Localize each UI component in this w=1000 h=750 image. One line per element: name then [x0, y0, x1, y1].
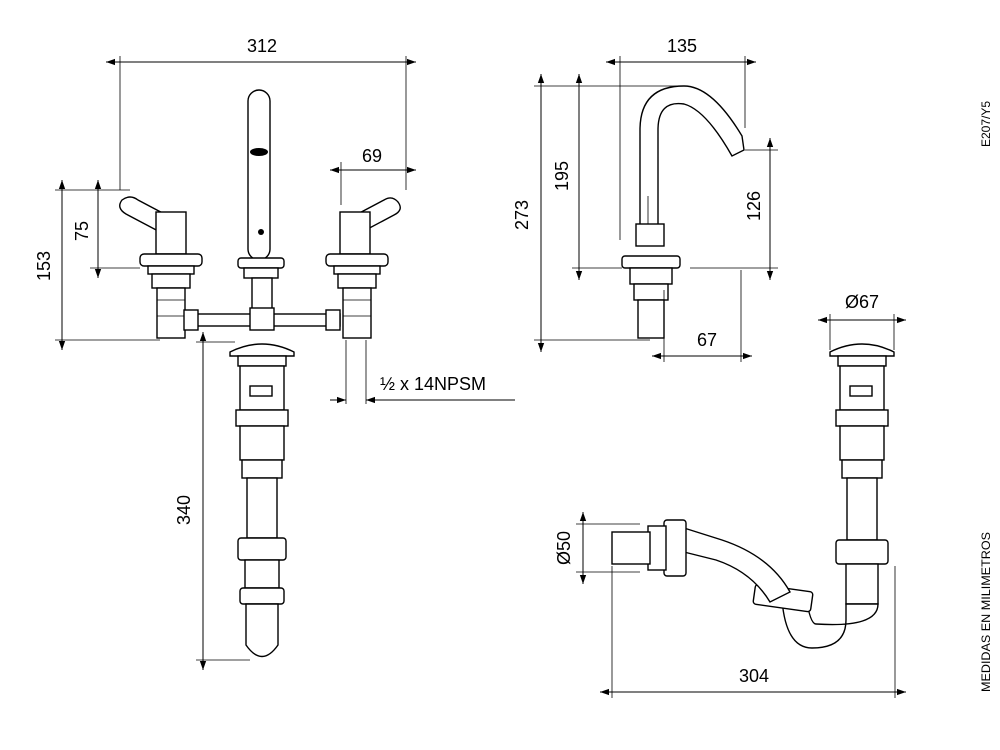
side-flange — [629, 267, 673, 285]
left-handle-base — [139, 253, 203, 267]
side-drain-trap — [611, 343, 895, 649]
left-valve-shank — [156, 287, 186, 339]
drain-cap — [229, 343, 295, 357]
trap-arm — [683, 527, 791, 603]
drain-hex — [239, 425, 285, 461]
spout-screw-mark — [258, 229, 264, 235]
trap-pipe — [244, 559, 280, 589]
left-handle-body — [155, 211, 187, 255]
dim-273: 273 — [512, 200, 532, 230]
side-shank — [637, 299, 665, 339]
dim-diameter-67: Ø67 — [845, 292, 879, 312]
dim-340: 340 — [174, 495, 194, 525]
dim-304: 304 — [739, 666, 769, 686]
side-handle-collar — [635, 223, 665, 247]
left-valve-body — [151, 273, 191, 289]
trap-bend — [245, 603, 279, 658]
drain-tail-collar — [241, 459, 283, 479]
side-drain-cap — [829, 343, 895, 357]
right-valve-body — [337, 273, 377, 289]
drain-tailpiece — [246, 477, 278, 539]
right-handle-body — [339, 211, 371, 255]
dim-67: 67 — [697, 330, 717, 350]
trap-wall-nut — [663, 519, 687, 577]
side-view-faucet — [621, 85, 745, 339]
right-pipe-nut — [325, 309, 341, 331]
side-trap-nut — [835, 539, 889, 565]
left-valve-flange — [147, 265, 195, 275]
front-drain-assembly — [229, 343, 295, 658]
dim-69: 69 — [362, 146, 382, 166]
trap-wall-tube — [611, 531, 651, 565]
left-pipe-nut — [183, 309, 199, 331]
dim-75: 75 — [72, 221, 92, 241]
side-drain-window — [849, 385, 873, 397]
trap-nut-upper — [237, 537, 287, 561]
side-drain-flange — [837, 355, 887, 367]
spout-collar — [243, 267, 279, 279]
side-body — [633, 283, 669, 301]
dim-126: 126 — [744, 191, 764, 221]
spout-base — [237, 257, 285, 269]
front-dimensions: 312 69 75 153 340 ½ x 14NPSM — [34, 36, 515, 670]
right-handle-base — [325, 253, 389, 267]
side-dimensions: 135 273 195 126 67 Ø67 Ø50 304 — [512, 36, 906, 698]
dim-195: 195 — [552, 161, 572, 191]
side-drain-collar — [841, 459, 883, 479]
side-spout-curve — [639, 85, 745, 245]
dim-diameter-50: Ø50 — [554, 531, 574, 565]
front-view-faucet — [119, 89, 401, 339]
side-tailpiece — [846, 477, 878, 541]
drawing-code: E207/Y5 — [979, 101, 993, 147]
side-base — [621, 255, 681, 269]
units-note: MEDIDAS EN MILIMETROS — [979, 532, 993, 692]
right-valve-shank — [342, 287, 372, 339]
drain-flange — [237, 355, 287, 367]
trap-wall-collar — [647, 525, 667, 571]
dim-135: 135 — [667, 36, 697, 56]
tee-fitting — [249, 307, 275, 331]
drain-window — [249, 385, 273, 397]
side-trap-riser — [845, 563, 879, 605]
trap-nut-lower — [239, 587, 285, 605]
thread-spec: ½ x 14NPSM — [380, 374, 486, 394]
dim-312: 312 — [247, 36, 277, 56]
dim-153: 153 — [34, 251, 54, 281]
right-valve-flange — [333, 265, 381, 275]
spout-tube — [247, 89, 271, 261]
side-drain-nut — [835, 409, 889, 427]
aerator-mark — [250, 148, 268, 156]
drain-nut — [235, 409, 289, 427]
side-drain-hex — [839, 425, 885, 461]
